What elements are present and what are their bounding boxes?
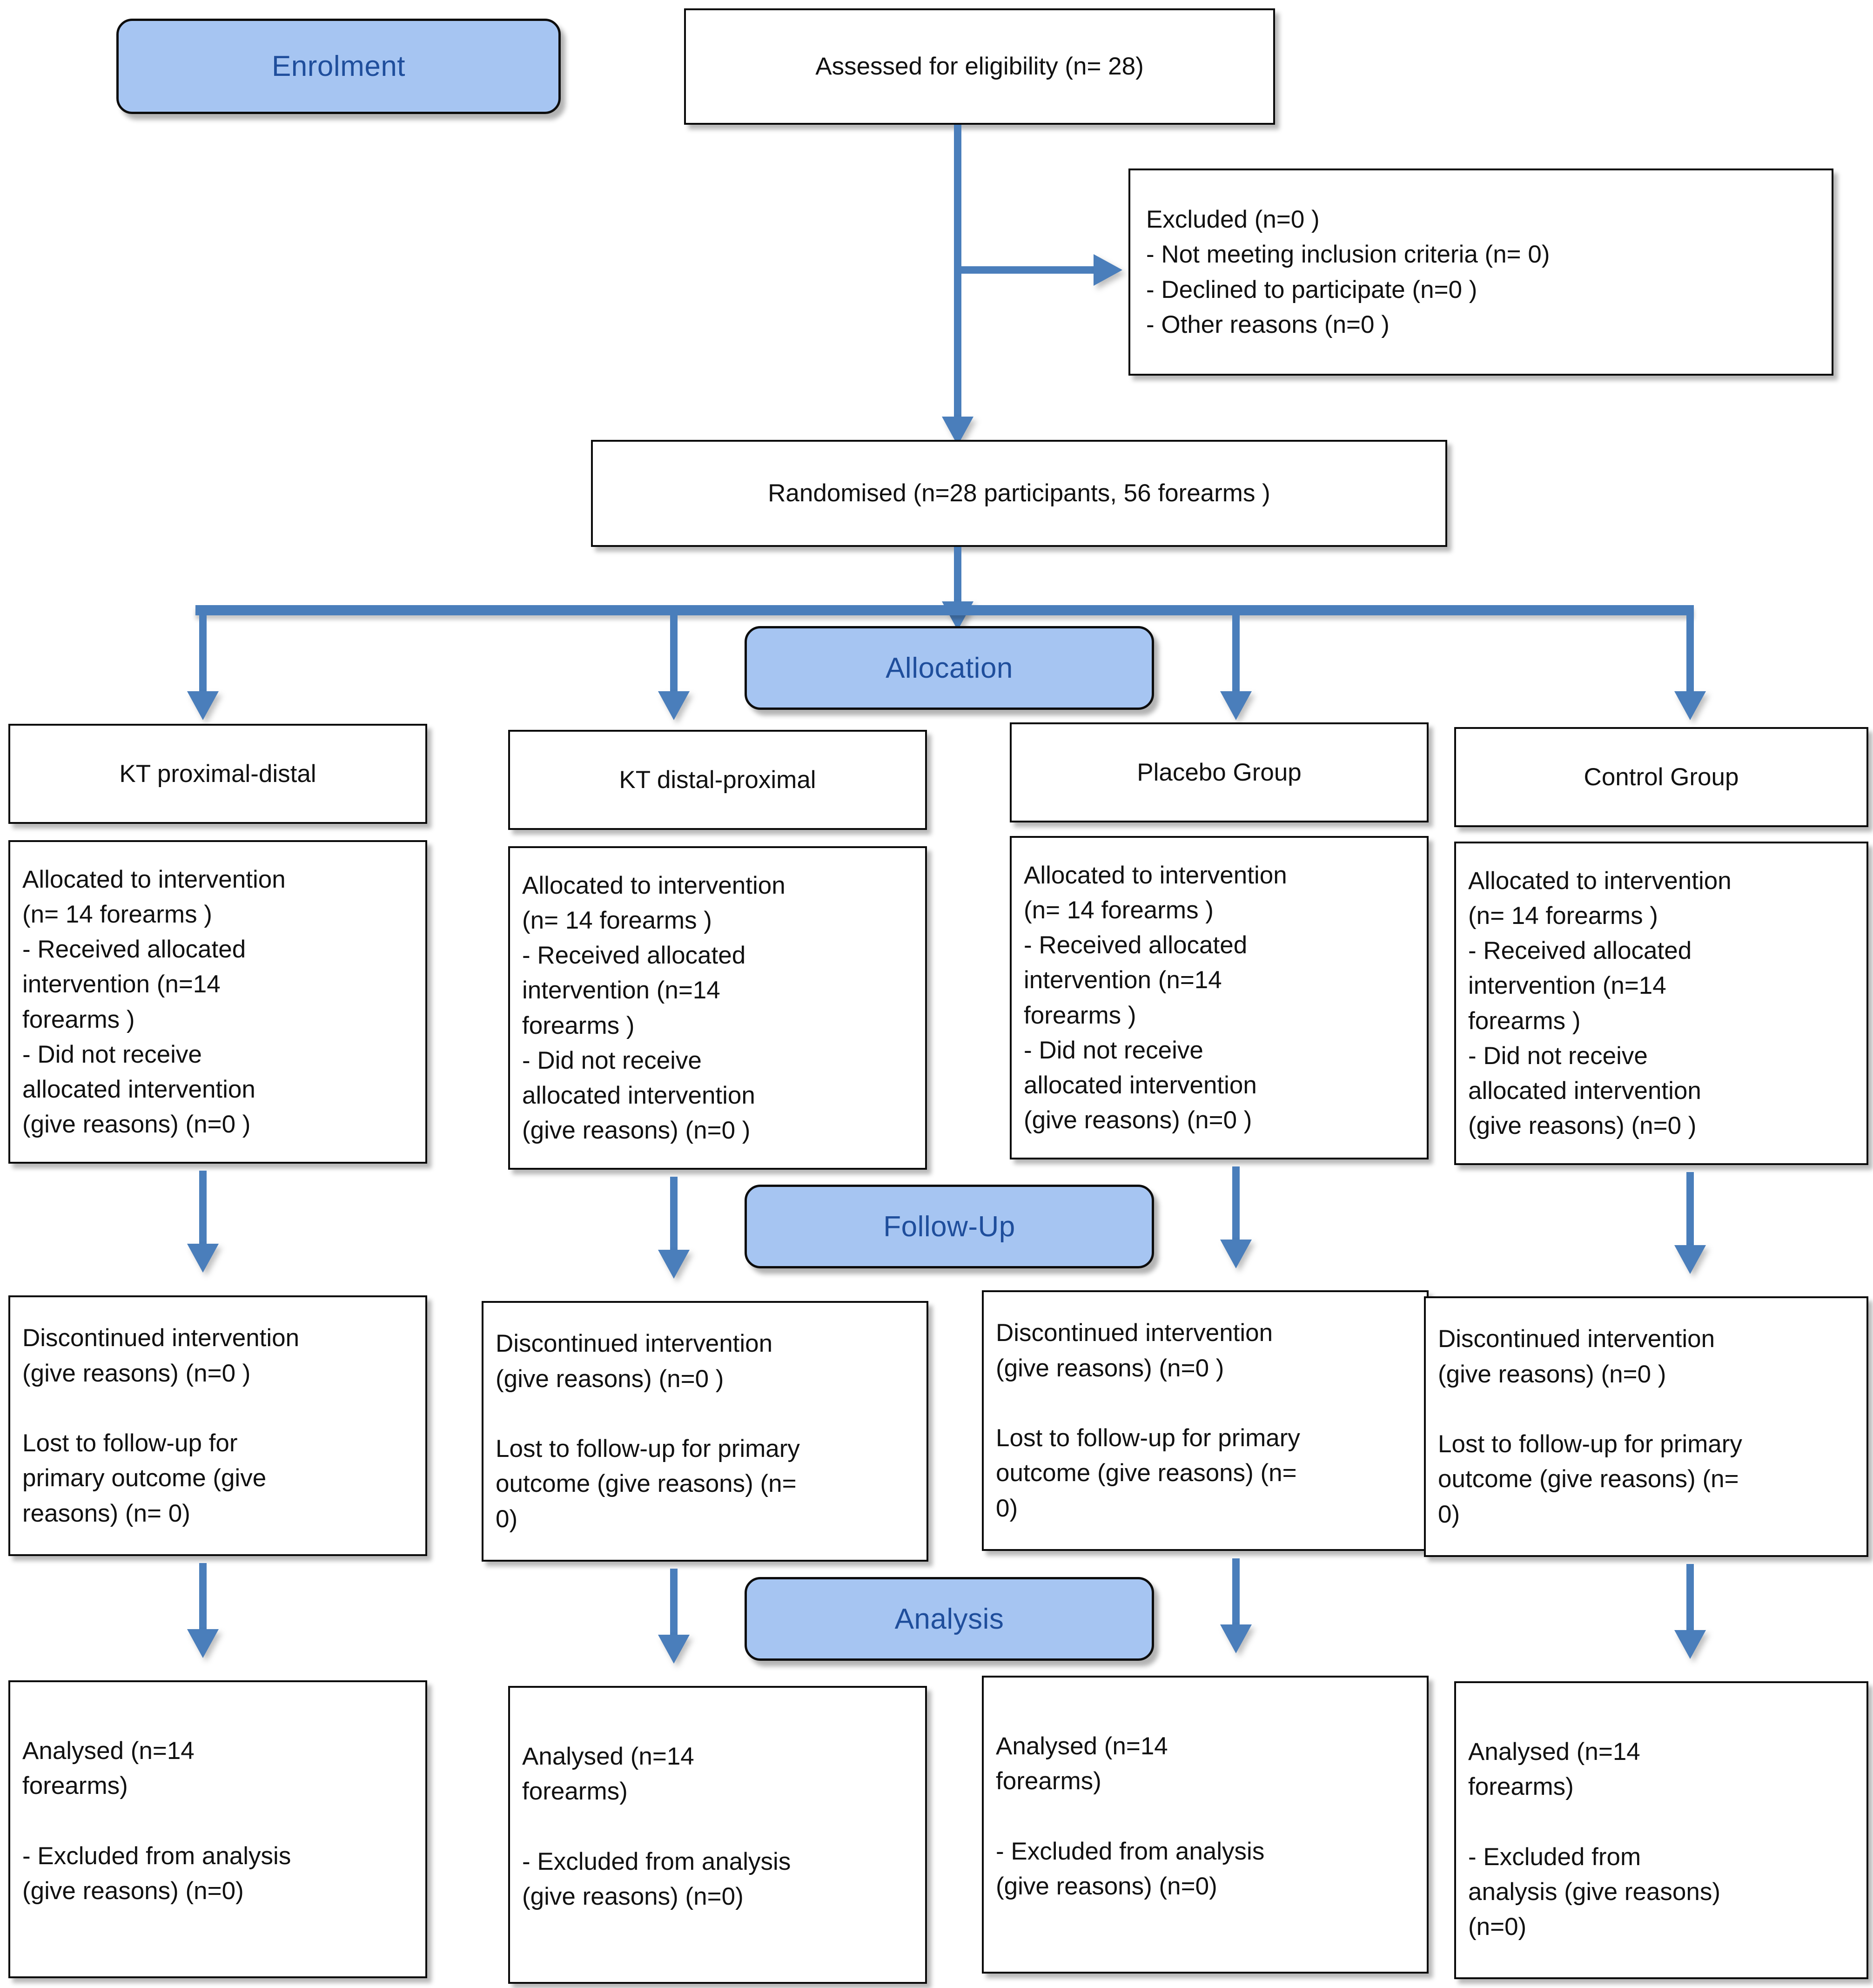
followup-text: Discontinued intervention (give reasons)…: [496, 1330, 800, 1533]
arrow-allocated-to-followup-3: [1220, 1240, 1252, 1268]
assessed-for-eligibility-text: Assessed for eligibility (n= 28): [815, 53, 1144, 81]
excluded-text: Excluded (n=0 ) - Not meeting inclusion …: [1146, 206, 1550, 338]
connector-randomised-to-split: [954, 547, 961, 607]
randomised-box: Randomised (n=28 participants, 56 forear…: [591, 440, 1447, 547]
followup-box-kt-proximal-distal: Discontinued intervention (give reasons)…: [8, 1295, 427, 1556]
connector-followup-to-analysis-1: [199, 1563, 207, 1635]
arrow-followup-to-analysis-2: [658, 1635, 690, 1664]
connector-followup-to-analysis-3: [1232, 1558, 1240, 1631]
allocated-box-kt-distal-proximal: Allocated to intervention (n= 14 forearm…: [508, 846, 927, 1170]
analysis-text: Analysed (n=14 forearms) - Excluded from…: [22, 1737, 291, 1905]
allocated-box-control-group: Allocated to intervention (n= 14 forearm…: [1454, 842, 1868, 1165]
stage-label-allocation: Allocation: [745, 626, 1154, 710]
allocation-distribution-bus: [195, 605, 1694, 615]
connector-allocated-to-followup-1: [199, 1171, 207, 1250]
stage-label-analysis: Analysis: [745, 1577, 1154, 1661]
group-header-text: KT proximal-distal: [119, 760, 316, 788]
connector-assessed-to-randomised: [954, 125, 961, 423]
allocated-text: Allocated to intervention (n= 14 forearm…: [1024, 861, 1287, 1134]
arrow-bus-to-group-3: [1220, 691, 1252, 720]
group-header-text: KT distal-proximal: [619, 766, 816, 794]
analysis-text: Analysed (n=14 forearms) - Excluded from…: [1468, 1738, 1721, 1941]
arrow-followup-to-analysis-1: [187, 1629, 219, 1658]
allocated-text: Allocated to intervention (n= 14 forearm…: [522, 871, 785, 1145]
connector-allocated-to-followup-2: [670, 1177, 678, 1256]
group-header-text: Control Group: [1584, 763, 1739, 791]
allocated-box-kt-proximal-distal: Allocated to intervention (n= 14 forearm…: [8, 840, 427, 1164]
connector-bus-to-group-2: [670, 615, 678, 697]
connector-bus-to-group-4: [1686, 615, 1694, 697]
followup-text: Discontinued intervention (give reasons)…: [996, 1319, 1300, 1522]
connector-assessed-to-excluded: [961, 266, 1101, 274]
group-header-control-group: Control Group: [1454, 727, 1868, 827]
analysis-text: Analysed (n=14 forearms) - Excluded from…: [996, 1732, 1265, 1900]
group-header-kt-distal-proximal: KT distal-proximal: [508, 730, 927, 830]
followup-box-control-group: Discontinued intervention (give reasons)…: [1424, 1296, 1868, 1557]
stage-label-followup-text: Follow-Up: [883, 1210, 1015, 1243]
analysis-box-control-group: Analysed (n=14 forearms) - Excluded from…: [1454, 1681, 1868, 1979]
connector-allocated-to-followup-3: [1232, 1166, 1240, 1246]
followup-box-kt-distal-proximal: Discontinued intervention (give reasons)…: [482, 1301, 928, 1562]
connector-bus-to-group-1: [199, 615, 207, 697]
connector-allocated-to-followup-4: [1686, 1172, 1694, 1251]
arrow-bus-to-group-1: [187, 691, 219, 720]
group-header-placebo-group: Placebo Group: [1010, 722, 1429, 822]
arrow-followup-to-analysis-3: [1220, 1624, 1252, 1653]
stage-label-enrolment-text: Enrolment: [271, 50, 406, 82]
stage-label-allocation-text: Allocation: [886, 652, 1013, 684]
followup-box-placebo-group: Discontinued intervention (give reasons)…: [982, 1290, 1429, 1551]
stage-label-analysis-text: Analysis: [894, 1603, 1004, 1635]
arrow-allocated-to-followup-2: [658, 1250, 690, 1279]
randomised-text: Randomised (n=28 participants, 56 forear…: [768, 479, 1270, 507]
arrow-allocated-to-followup-4: [1674, 1245, 1706, 1274]
allocated-text: Allocated to intervention (n= 14 forearm…: [1468, 867, 1732, 1140]
group-header-text: Placebo Group: [1137, 758, 1302, 786]
analysis-box-kt-distal-proximal: Analysed (n=14 forearms) - Excluded from…: [508, 1686, 927, 1984]
arrow-bus-to-group-4: [1674, 691, 1706, 720]
allocated-box-placebo-group: Allocated to intervention (n= 14 forearm…: [1010, 836, 1429, 1159]
analysis-text: Analysed (n=14 forearms) - Excluded from…: [522, 1743, 791, 1910]
arrow-assessed-to-excluded: [1094, 254, 1122, 286]
analysis-box-placebo-group: Analysed (n=14 forearms) - Excluded from…: [982, 1676, 1429, 1974]
arrow-followup-to-analysis-4: [1674, 1630, 1706, 1659]
allocated-text: Allocated to intervention (n= 14 forearm…: [22, 865, 286, 1139]
connector-bus-to-group-3: [1232, 615, 1240, 697]
connector-followup-to-analysis-4: [1686, 1564, 1694, 1636]
stage-label-followup: Follow-Up: [745, 1185, 1154, 1268]
connector-followup-to-analysis-2: [670, 1569, 678, 1641]
followup-text: Discontinued intervention (give reasons)…: [22, 1324, 300, 1527]
arrow-bus-to-group-2: [658, 691, 690, 720]
followup-text: Discontinued intervention (give reasons)…: [1438, 1325, 1742, 1528]
analysis-box-kt-proximal-distal: Analysed (n=14 forearms) - Excluded from…: [8, 1680, 427, 1978]
assessed-for-eligibility-box: Assessed for eligibility (n= 28): [684, 8, 1275, 125]
stage-label-enrolment: Enrolment: [116, 19, 561, 114]
group-header-kt-proximal-distal: KT proximal-distal: [8, 724, 427, 824]
arrow-allocated-to-followup-1: [187, 1244, 219, 1273]
excluded-box: Excluded (n=0 ) - Not meeting inclusion …: [1128, 168, 1833, 376]
